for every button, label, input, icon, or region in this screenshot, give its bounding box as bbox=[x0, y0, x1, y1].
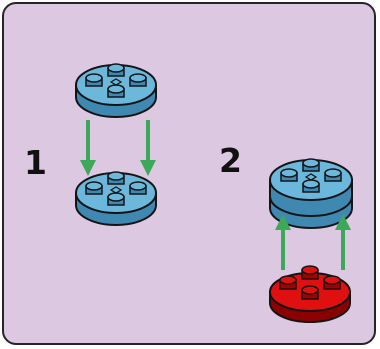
center-axle-icon bbox=[304, 173, 318, 181]
stud bbox=[107, 171, 125, 185]
stud bbox=[324, 168, 342, 182]
blue-plate-stack-step2 bbox=[269, 158, 353, 229]
stud bbox=[302, 179, 320, 193]
center-axle-icon bbox=[109, 78, 123, 86]
stud bbox=[85, 181, 103, 195]
stud bbox=[279, 275, 297, 290]
blue-plate-upper-step1 bbox=[75, 63, 157, 118]
stud bbox=[129, 73, 147, 87]
step-number-1: 1 bbox=[24, 143, 47, 182]
stud bbox=[107, 63, 125, 77]
center-axle-icon bbox=[109, 186, 123, 194]
stud bbox=[301, 285, 319, 300]
step-1-assembly bbox=[75, 63, 157, 226]
stud bbox=[323, 275, 341, 290]
step-number-2: 2 bbox=[219, 141, 242, 180]
stud bbox=[302, 158, 320, 172]
stud bbox=[301, 265, 319, 280]
stud bbox=[107, 192, 125, 206]
stud bbox=[85, 73, 103, 87]
step-2-assembly bbox=[269, 158, 353, 323]
stud bbox=[107, 84, 125, 98]
stud bbox=[280, 168, 298, 182]
red-round-plate bbox=[269, 265, 351, 323]
blue-plate-lower-step1 bbox=[75, 171, 157, 226]
stud bbox=[129, 181, 147, 195]
